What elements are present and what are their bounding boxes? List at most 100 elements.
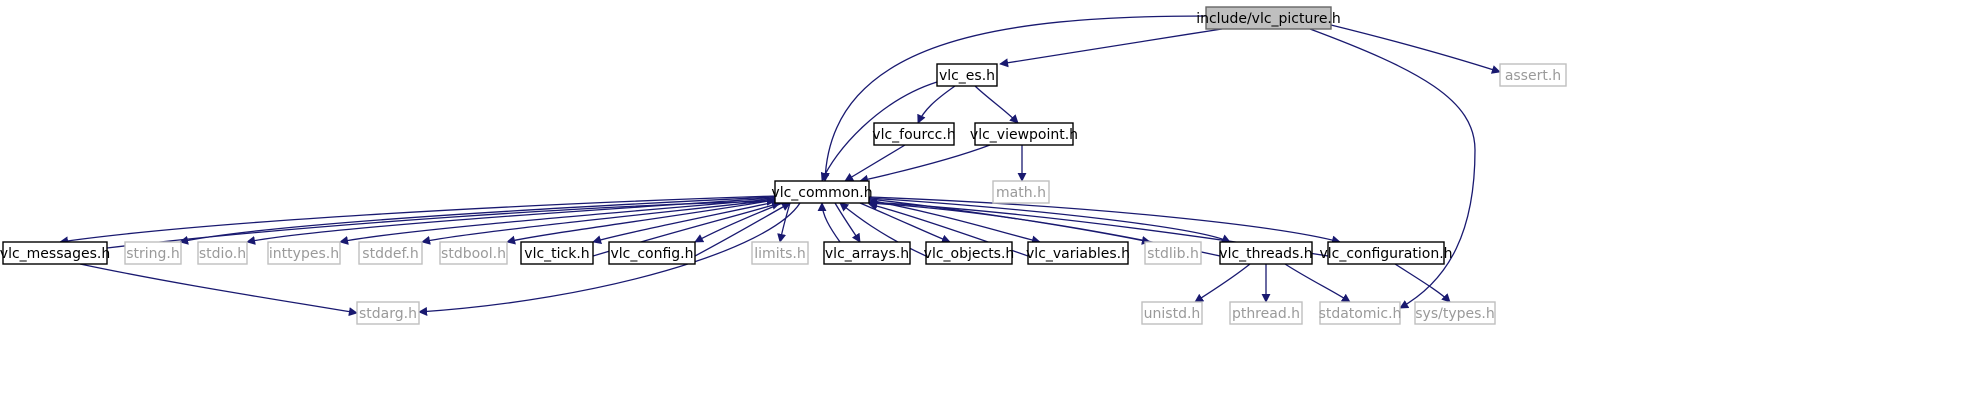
edge-messages-common: [106, 196, 776, 249]
node-box: [267, 241, 341, 265]
node-inttypes: inttypes.h: [267, 241, 341, 265]
node-box: [124, 241, 182, 265]
node-label: vlc_tick.h: [524, 246, 589, 262]
node-stdbool: stdbool.h: [439, 241, 508, 265]
node-label: vlc_common.h: [771, 185, 872, 201]
edge-common-arrays: [834, 202, 861, 243]
node-label: vlc_configuration.h: [1319, 246, 1452, 262]
node-box: [992, 180, 1050, 204]
node-label: unistd.h: [1144, 306, 1201, 322]
edge-common-variables: [868, 199, 1041, 245]
node-stdarg: stdarg.h: [356, 301, 420, 325]
node-string: string.h: [124, 241, 182, 265]
node-vlc-configuration[interactable]: vlc_configuration.h: [1319, 241, 1453, 265]
node-box: [774, 180, 870, 204]
node-vlc-fourcc[interactable]: vlc_fourcc.h: [872, 122, 956, 146]
node-stdlib: stdlib.h: [1144, 241, 1202, 265]
node-label: pthread.h: [1232, 306, 1300, 322]
edge-viewpoint-common: [859, 144, 991, 184]
node-vlc-tick[interactable]: vlc_tick.h: [520, 241, 594, 265]
edge-common-limits: [777, 202, 791, 243]
edge-fourcc-common: [844, 144, 906, 182]
node-label: vlc_fourcc.h: [872, 127, 955, 143]
node-box: [1229, 301, 1303, 325]
node-box: [751, 241, 809, 265]
node-vlc-picture[interactable]: include/vlc_picture.h: [1196, 6, 1341, 30]
edge-es-fourcc: [917, 85, 956, 124]
node-label: string.h: [126, 246, 180, 262]
edge-common-config: [694, 201, 786, 243]
edge-config-common: [694, 202, 791, 257]
edge-picture-stdatomic: [1309, 28, 1476, 309]
node-math: math.h: [992, 180, 1050, 204]
node-vlc-variables[interactable]: vlc_variables.h: [1026, 241, 1130, 265]
node-label: stdatomic.h: [1319, 306, 1402, 322]
node-box: [1219, 241, 1313, 265]
edge-common-stdbool: [506, 199, 776, 245]
node-vlc-threads[interactable]: vlc_threads.h: [1219, 241, 1313, 265]
edge-messages-stdarg: [79, 263, 358, 317]
edge-common-messages: [59, 195, 776, 246]
node-vlc-common[interactable]: vlc_common.h: [771, 180, 873, 204]
node-box: [1319, 301, 1401, 325]
node-label: math.h: [996, 185, 1046, 201]
edge-common-inttypes: [339, 198, 776, 245]
node-box: [1327, 241, 1445, 265]
node-box: [520, 241, 594, 265]
node-vlc-viewpoint[interactable]: vlc_viewpoint.h: [970, 122, 1078, 146]
node-box: [936, 63, 998, 87]
edge-picture-common: [820, 15, 1207, 182]
node-label: vlc_threads.h: [1219, 246, 1312, 262]
node-vlc-es[interactable]: vlc_es.h: [936, 63, 998, 87]
edge-configuration-systypes: [1394, 263, 1451, 303]
node-label: vlc_objects.h: [924, 246, 1015, 262]
node-vlc-config[interactable]: vlc_config.h: [608, 241, 696, 265]
node-box: [439, 241, 508, 265]
node-stdatomic: stdatomic.h: [1319, 301, 1402, 325]
edge-common-configuration: [868, 196, 1341, 245]
node-unistd: unistd.h: [1141, 301, 1203, 325]
node-assert: assert.h: [1499, 63, 1567, 87]
edge-es-viewpoint: [974, 85, 1019, 124]
node-vlc-objects[interactable]: vlc_objects.h: [924, 241, 1015, 265]
node-sys-types: sys/types.h: [1414, 301, 1496, 325]
edge-common-stdarg: [418, 202, 801, 316]
node-label: limits.h: [754, 246, 805, 262]
node-label: stdarg.h: [359, 306, 417, 322]
edge-arrays-common: [817, 202, 841, 243]
node-box: [2, 241, 108, 265]
node-box: [1141, 301, 1203, 325]
edge-common-string: [179, 196, 776, 245]
node-box: [356, 301, 420, 325]
node-label: stdlib.h: [1147, 246, 1199, 262]
node-box: [1027, 241, 1129, 265]
node-box: [925, 241, 1013, 265]
node-label: vlc_es.h: [939, 68, 995, 84]
node-box: [873, 122, 955, 146]
node-label: vlc_variables.h: [1026, 246, 1130, 262]
node-vlc-arrays[interactable]: vlc_arrays.h: [823, 241, 911, 265]
node-label: inttypes.h: [269, 246, 339, 262]
edge-common-stdio: [246, 197, 776, 245]
node-label: vlc_messages.h: [0, 246, 110, 262]
node-box: [608, 241, 696, 265]
node-box: [358, 241, 423, 265]
edge-threads-unistd: [1194, 263, 1251, 303]
node-box: [1205, 6, 1332, 30]
node-label: stddef.h: [362, 246, 418, 262]
node-label: include/vlc_picture.h: [1196, 11, 1341, 27]
node-box: [1414, 301, 1496, 325]
node-box: [1499, 63, 1567, 87]
node-label: assert.h: [1505, 68, 1561, 84]
node-vlc-messages[interactable]: vlc_messages.h: [0, 241, 110, 265]
node-box: [1144, 241, 1202, 265]
node-label: vlc_viewpoint.h: [970, 127, 1078, 143]
node-limits: limits.h: [751, 241, 809, 265]
edge-es-common: [820, 81, 938, 182]
node-stddef: stddef.h: [358, 241, 423, 265]
node-label: stdbool.h: [441, 246, 506, 262]
node-box: [974, 122, 1074, 146]
edge-common-stddef: [421, 199, 776, 245]
edge-threads-stdatomic: [1284, 263, 1351, 303]
